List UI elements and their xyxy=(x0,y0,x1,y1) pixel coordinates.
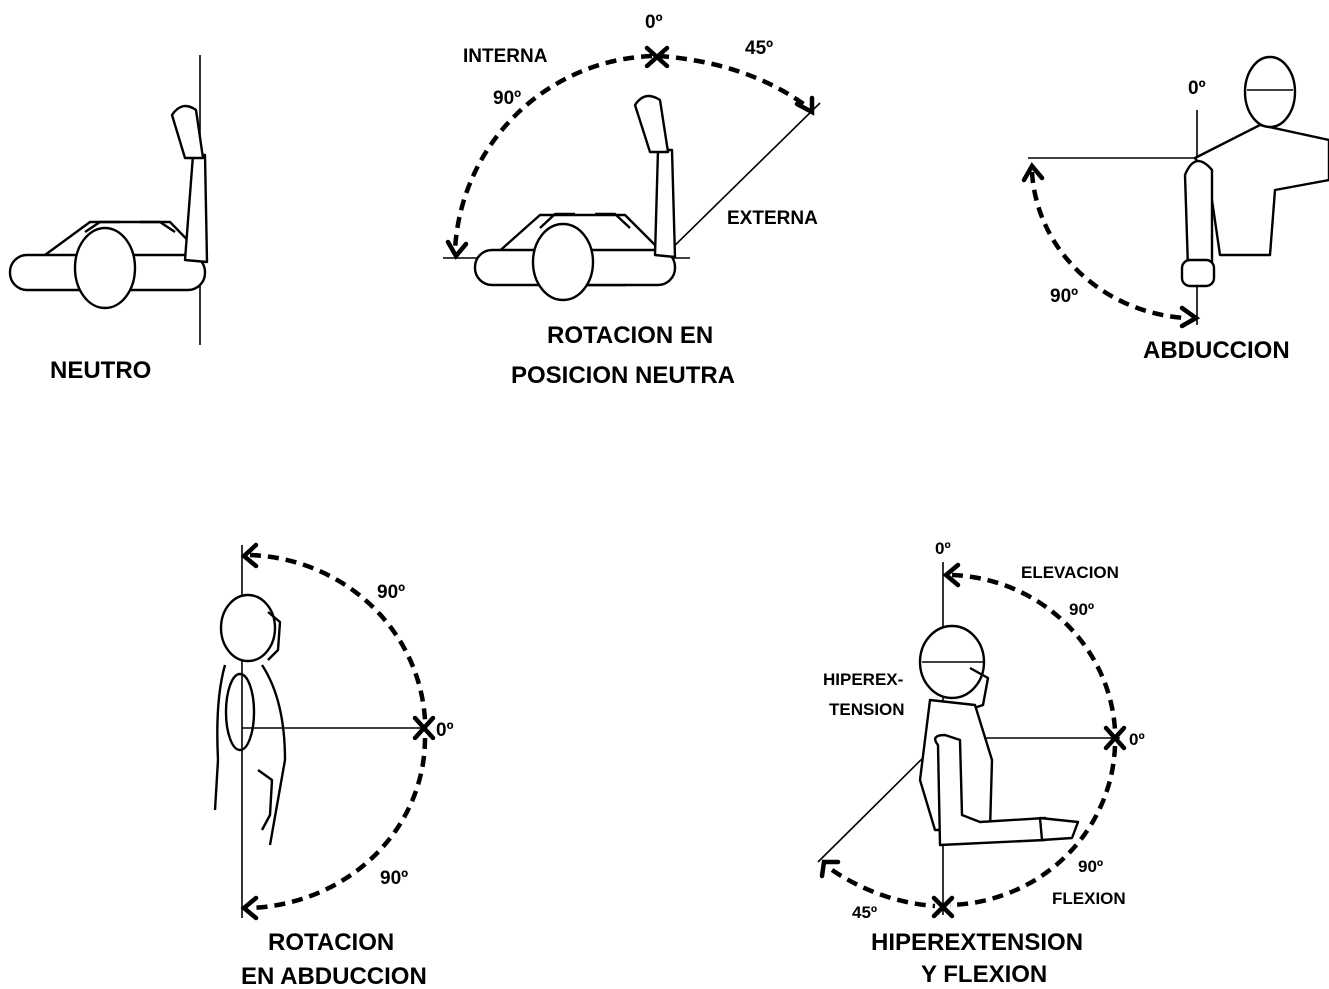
interna-label: INTERNA xyxy=(463,46,548,67)
figure-side-view xyxy=(215,595,285,845)
head-shape xyxy=(75,228,135,308)
head-shape xyxy=(533,224,593,300)
caption-line-1: ROTACION EN xyxy=(547,322,713,349)
arm-loop xyxy=(226,674,254,750)
hiperextension-arc xyxy=(832,870,935,906)
caption-line-2: Y FLEXION xyxy=(921,961,1047,988)
hiperextension-degree-label: 45º xyxy=(852,903,877,922)
caption: NEUTRO xyxy=(50,357,151,384)
lower-degree-label: 90º xyxy=(380,868,408,889)
externa-label: EXTERNA xyxy=(727,208,818,229)
lower-arrowhead xyxy=(244,898,256,918)
hiperextension-label-line-2: TENSION xyxy=(829,700,905,719)
hand-shape xyxy=(1040,818,1078,840)
externa-degree-label: 45º xyxy=(745,38,773,59)
elevacion-degree-label: 90º xyxy=(1069,600,1094,619)
head-shape xyxy=(1245,57,1295,127)
panel-rotacion-neutra: 0º INTERNA 90º 45º EXTERNA ROTACION EN P… xyxy=(443,12,820,389)
upper-degree-label: 90º xyxy=(377,582,405,603)
figure-top-view-neutral xyxy=(10,106,207,308)
forearm-shape xyxy=(185,155,207,262)
degree-label: 90º xyxy=(1050,286,1078,307)
forearm-shape xyxy=(655,150,675,257)
externa-arc xyxy=(658,56,805,105)
panel-neutro: NEUTRO xyxy=(10,55,207,384)
caption-line-1: ROTACION xyxy=(268,929,394,956)
caption: ABDUCCION xyxy=(1143,337,1290,364)
caption-line-2: POSICION NEUTRA xyxy=(511,362,735,389)
externa-reference-line xyxy=(662,103,820,258)
torso-shape xyxy=(1195,125,1329,255)
body-detail xyxy=(258,770,272,830)
interna-degree-label: 90º xyxy=(493,88,521,109)
zero-label: 0º xyxy=(436,720,454,741)
elevacion-label: ELEVACION xyxy=(1021,563,1119,582)
figure-side-view-flexion xyxy=(920,626,1078,845)
flexion-label: FLEXION xyxy=(1052,889,1126,908)
right-zero-label: 0º xyxy=(1129,730,1145,749)
head-shape xyxy=(221,595,275,661)
arm-shape xyxy=(1185,161,1212,268)
caption-line-2: EN ABDUCCION xyxy=(241,963,427,989)
hiperextension-label-line-1: HIPEREX- xyxy=(823,670,903,689)
panel-abduccion: 0º 90º ABDUCCION xyxy=(1024,57,1329,364)
hand-shape xyxy=(635,96,668,152)
zero-label: 0º xyxy=(645,12,663,33)
torso-outline xyxy=(215,665,285,845)
fist-shape xyxy=(1182,260,1214,286)
caption-line-1: HIPEREXTENSION xyxy=(871,929,1083,956)
panel-hiperextension: 0º ELEVACION 90º HIPEREX- TENSION 0º 90º… xyxy=(818,539,1145,988)
top-zero-label: 0º xyxy=(935,539,951,558)
panel-rotacion-abduccion: 90º 0º 90º ROTACION EN ABDUCCION xyxy=(215,545,454,989)
zero-label: 0º xyxy=(1188,78,1206,99)
arrowhead-lower xyxy=(1182,308,1196,326)
flexion-degree-label: 90º xyxy=(1078,857,1103,876)
hand-shape xyxy=(172,106,203,158)
